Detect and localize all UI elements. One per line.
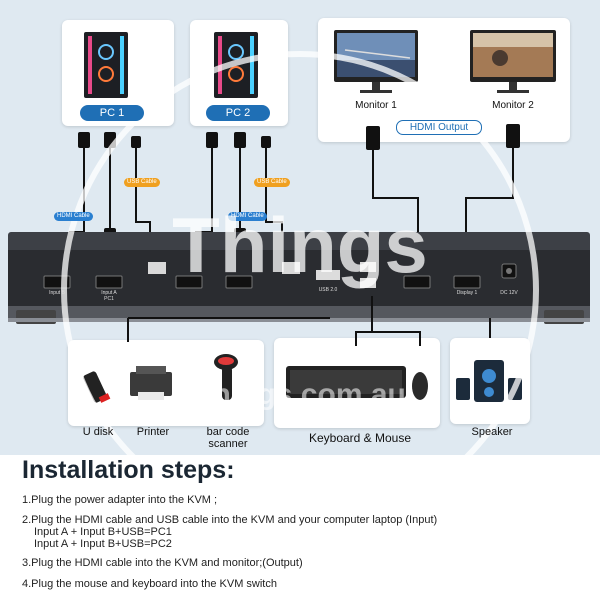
peripheral-cables <box>127 296 491 346</box>
pc2-label: PC 2 <box>206 105 270 121</box>
watermark-small: Things.com.au <box>194 378 406 411</box>
hdmi-cable-tag-pc1: HDMI Cable <box>54 212 93 221</box>
usb-cable-tag-pc2: USB Cable <box>254 178 290 187</box>
barcode-scanner-label: bar code scanner <box>206 426 250 450</box>
step-2-line-a: Input A + Input B+USB=PC1 <box>34 526 172 538</box>
u-disk-label: U disk <box>82 426 114 438</box>
hdmi-output-label: HDMI Output <box>396 120 482 135</box>
pc1-label: PC 1 <box>80 105 144 121</box>
speaker-icon <box>456 360 522 402</box>
step-1: 1.Plug the power adapter into the KVM ; <box>22 494 218 506</box>
watermark-big: Things <box>172 201 428 289</box>
keyboard-icon <box>286 366 406 398</box>
port-input-a: Input A PC1 <box>101 290 117 302</box>
step-3: 3.Plug the HDMI cable into the KVM and m… <box>22 557 303 569</box>
monitor2-label: Monitor 2 <box>492 100 534 111</box>
installation-title: Installation steps: <box>22 456 235 484</box>
printer-label: Printer <box>136 426 170 438</box>
step-4: 4.Plug the mouse and keyboard into the K… <box>22 578 277 590</box>
keyboard-mouse-label: Keyboard & Mouse <box>308 431 412 445</box>
monitor1-label: Monitor 1 <box>355 100 397 111</box>
port-input-b: Input B <box>49 290 65 296</box>
usb-cable-tag-pc1: USB Cable <box>124 178 160 187</box>
port-dc: DC 12V <box>500 290 518 296</box>
port-display1: Display 1 <box>456 290 478 296</box>
barcode-scanner-icon <box>214 354 238 400</box>
speaker-label: Speaker <box>471 426 513 438</box>
kvm-switch-icon <box>8 232 590 324</box>
watermark-circle <box>61 51 539 529</box>
step-2-text: 2.Plug the HDMI cable and USB cable into… <box>22 514 438 526</box>
monitor-cables <box>372 148 514 234</box>
step-2: 2.Plug the HDMI cable and USB cable into… <box>22 514 437 550</box>
pc1-tower-icon <box>84 32 128 98</box>
mouse-icon <box>412 372 428 400</box>
step-2-line-b: Input A + Input B+USB=PC2 <box>34 538 172 550</box>
printer-icon <box>130 366 172 400</box>
pc-cables <box>69 146 283 246</box>
port-usb20: USB 2.0 <box>318 287 338 293</box>
hdmi-cable-tag-pc2: HDMI Cable <box>228 212 267 221</box>
monitor2-icon <box>470 30 556 93</box>
u-disk-icon <box>83 371 111 403</box>
